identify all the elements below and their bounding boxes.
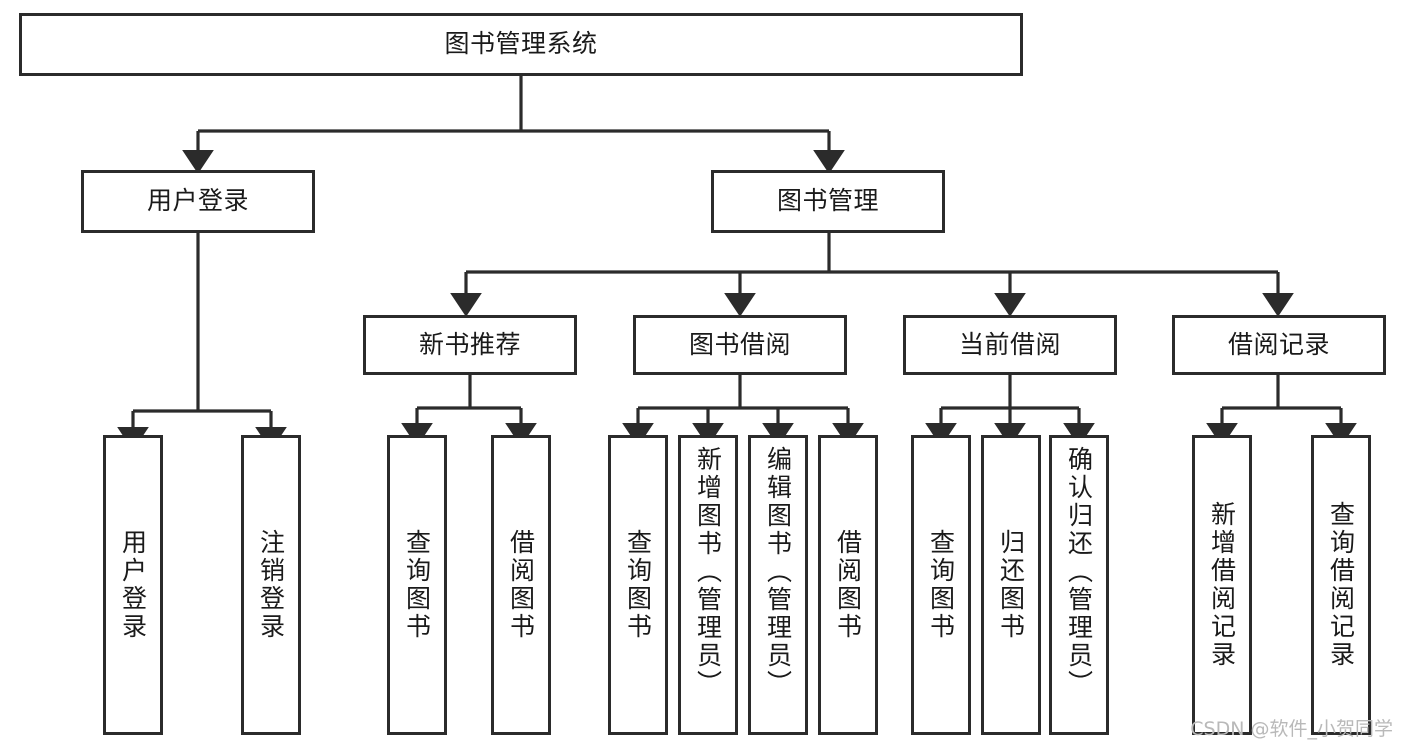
node-root[interactable]: 图书管理系统 xyxy=(19,13,1023,76)
node-book-manage-label: 图书管理 xyxy=(776,186,879,216)
node-leaf-add-record[interactable]: 新增借阅记录 xyxy=(1192,435,1252,735)
node-leaf-query-book-1[interactable]: 查询图书 xyxy=(387,435,447,735)
node-leaf-borrow-book-2-label: 借阅图书 xyxy=(833,529,863,641)
node-leaf-return-book-label: 归还图书 xyxy=(996,529,1026,641)
node-leaf-add-record-label: 新增借阅记录 xyxy=(1207,501,1237,669)
node-user-login-label: 用户登录 xyxy=(146,186,249,216)
node-leaf-user-login-label: 用户登录 xyxy=(118,529,148,641)
node-book-borrow[interactable]: 图书借阅 xyxy=(633,315,847,375)
node-leaf-query-book-2[interactable]: 查询图书 xyxy=(608,435,668,735)
node-leaf-return-book[interactable]: 归还图书 xyxy=(981,435,1041,735)
node-book-manage[interactable]: 图书管理 xyxy=(711,170,945,233)
node-leaf-borrow-book-1[interactable]: 借阅图书 xyxy=(491,435,551,735)
node-leaf-add-book[interactable]: 新增图书（管理员） xyxy=(678,435,738,735)
node-leaf-add-book-label: 新增图书（管理员） xyxy=(693,446,723,698)
node-root-label: 图书管理系统 xyxy=(444,29,598,59)
node-leaf-user-login[interactable]: 用户登录 xyxy=(103,435,163,735)
node-borrow-record[interactable]: 借阅记录 xyxy=(1172,315,1386,375)
node-new-book-recommend-label: 新书推荐 xyxy=(418,329,521,359)
node-borrow-record-label: 借阅记录 xyxy=(1227,329,1330,359)
node-leaf-borrow-book-2[interactable]: 借阅图书 xyxy=(818,435,878,735)
node-leaf-user-logout[interactable]: 注销登录 xyxy=(241,435,301,735)
node-leaf-query-book-1-label: 查询图书 xyxy=(402,529,432,641)
node-leaf-borrow-book-1-label: 借阅图书 xyxy=(506,529,536,641)
node-leaf-edit-book-label: 编辑图书（管理员） xyxy=(763,446,793,698)
node-leaf-query-book-3-label: 查询图书 xyxy=(926,529,956,641)
node-leaf-confirm-return[interactable]: 确认归还（管理员） xyxy=(1049,435,1109,735)
node-new-book-recommend[interactable]: 新书推荐 xyxy=(363,315,577,375)
node-book-borrow-label: 图书借阅 xyxy=(688,329,791,359)
node-leaf-query-book-2-label: 查询图书 xyxy=(623,529,653,641)
node-leaf-confirm-return-label: 确认归还（管理员） xyxy=(1064,446,1094,698)
node-leaf-query-record[interactable]: 查询借阅记录 xyxy=(1311,435,1371,735)
csdn-watermark: CSDN @软件_小贺同学 xyxy=(1190,718,1393,740)
node-current-borrow[interactable]: 当前借阅 xyxy=(903,315,1117,375)
node-leaf-edit-book[interactable]: 编辑图书（管理员） xyxy=(748,435,808,735)
node-current-borrow-label: 当前借阅 xyxy=(958,329,1061,359)
node-leaf-user-logout-label: 注销登录 xyxy=(256,529,286,641)
node-leaf-query-book-3[interactable]: 查询图书 xyxy=(911,435,971,735)
node-user-login[interactable]: 用户登录 xyxy=(81,170,315,233)
node-leaf-query-record-label: 查询借阅记录 xyxy=(1326,501,1356,669)
